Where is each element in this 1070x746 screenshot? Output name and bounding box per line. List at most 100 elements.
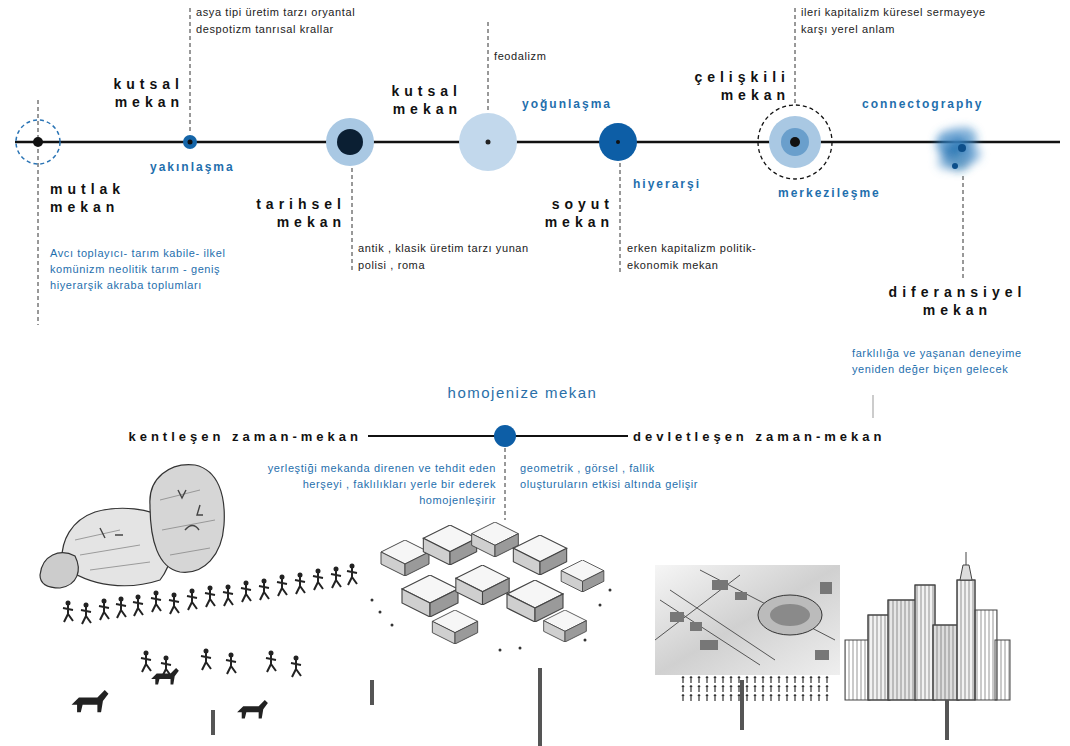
city-aerial-sketch [712,580,728,590]
rock-sketch [150,465,224,573]
axis-title: homojenize mekan [410,383,635,402]
leader-line [620,163,621,275]
settlement-sketch [423,525,476,565]
label-box: farklılığa ve yaşanan deneyime yeniden d… [852,345,1057,377]
axis-end-label: devletleşen zaman-mekan [633,428,885,445]
label-box: yakınlaşma [150,160,235,175]
leader-line [488,22,489,111]
settlement-sketch [599,604,602,607]
figure-procession [259,579,269,601]
stage-bar [370,680,374,705]
homogenized-axis [494,425,516,447]
city-aerial-sketch [815,650,829,660]
period-marker [758,105,832,179]
label-box: ileri kapitalizm küresel sermayeye karşı… [801,4,1016,38]
process-label: yakınlaşma [150,160,235,175]
settlement-sketch [472,522,519,557]
period-marker [952,163,958,169]
label-box: diferansiyel mekan [865,283,1050,319]
figure-procession [277,575,287,597]
skyline-sketch [933,625,959,700]
figure-procession [151,591,161,613]
period-marker [326,118,374,166]
skyline-sketch [915,585,935,700]
process-label: connectography [862,97,983,112]
space-heading: çelişkili mekan [660,68,790,104]
homogenized-axis [368,425,628,447]
period-marker [183,135,197,149]
figure-procession [151,668,179,685]
skyline-sketch [995,640,1010,700]
figure-procession [72,690,109,712]
era-note: feodalizm [494,48,546,65]
era-note: ileri kapitalizm küresel sermayeye karşı… [801,4,1016,38]
label-box: tarihsel mekan [206,195,346,231]
label-box: feodalizm [494,48,546,65]
period-marker [599,123,637,161]
period-marker [781,128,809,156]
stage-bar [211,668,949,746]
label-box: Avcı toplayıcı- tarım kabile- ilkel komü… [50,245,238,293]
rock-sketch [75,490,215,570]
period-marker [188,140,193,145]
city-aerial-sketch [655,565,840,675]
figure-procession [169,593,179,615]
settlement-sketch [584,639,587,642]
figure-procession [205,586,215,608]
period-marker [459,113,517,171]
skyline-sketch [915,585,935,700]
skyline-sketch [933,625,959,700]
era-note: antik , klasik üretim tarzı yunan polisi… [358,240,530,274]
label-box: devletleşen zaman-mekan [633,428,885,445]
city-aerial-sketch [758,595,822,635]
figure-procession [63,601,73,623]
figure-procession [187,589,197,611]
city-aerial-sketch [735,592,747,600]
skyline-sketch [888,600,916,700]
label-box: yoğunlaşma [502,97,612,112]
figure-procession [347,564,357,586]
network-cloud [949,126,963,140]
settlement-sketch [371,599,374,602]
figure-procession [313,569,323,591]
figure-procession [81,603,91,625]
period-marker [958,144,966,152]
label-box: antik , klasik üretim tarzı yunan polisi… [358,240,530,274]
settlement-sketch [513,535,566,575]
stage-bar [945,700,949,740]
settlement-sketch [402,575,458,617]
city-aerial-sketch [670,612,684,622]
space-heading: tarihsel mekan [206,195,346,231]
figure-procession [237,700,268,718]
city-aerial-sketch [655,565,840,702]
leader-line [190,8,191,134]
label-box: homojenize mekan [410,383,635,402]
figure-procession [201,649,211,671]
space-heading: kutsal mekan [352,82,462,118]
skyline-sketch [868,615,890,700]
label-box: erken kapitalizm politik-ekonomik mekan [627,240,777,274]
era-note: asya tipi üretim tarzı oryantal despotiz… [196,4,411,38]
space-heading: diferansiyel mekan [865,283,1050,319]
era-note: farklılığa ve yaşanan deneyime yeniden d… [852,345,1057,377]
leader-line [38,8,963,520]
label-box: kentleşen zaman-mekan [40,428,362,445]
city-aerial-sketch [770,604,810,626]
skyline-sketch [957,580,975,700]
figure-procession [99,599,109,621]
tick-line [873,395,874,418]
stage-bar [740,680,744,730]
period-marker [337,129,363,155]
skyline-sketch [845,552,1010,700]
figure-procession [116,597,126,619]
leader-line [505,448,506,520]
period-marker [16,105,981,179]
settlement-sketch [379,611,382,614]
skyline-sketch [960,552,972,580]
leader-line [795,8,796,103]
settlement-sketch [519,647,522,650]
skyline-sketch [868,615,890,700]
leader-line [963,176,964,278]
figure-procession [241,581,251,603]
